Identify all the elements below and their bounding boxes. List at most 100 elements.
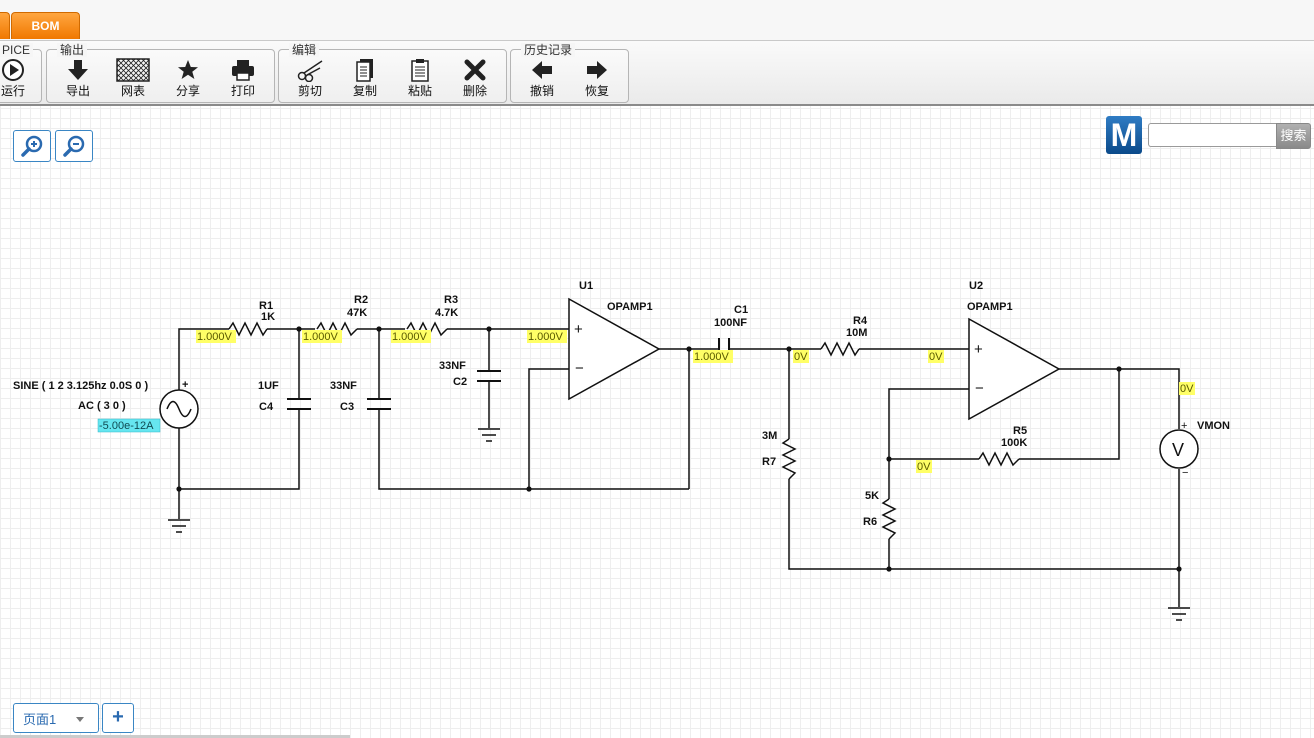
search-button[interactable]: 搜索 — [1276, 123, 1311, 149]
r3-name: R3 — [444, 294, 458, 306]
export-icon — [68, 60, 88, 80]
r5-name: R5 — [1013, 425, 1027, 437]
export-label: 导出 — [65, 84, 90, 98]
capacitor-c4[interactable] — [287, 398, 311, 410]
current-probe-bg — [97, 418, 161, 433]
vmon-name: VMON — [1197, 420, 1230, 432]
probe-labels: -5.00e-12A 1.000V 1.000V 1.000V 1.000V 1… — [97, 330, 1195, 473]
r1-value: 1K — [261, 311, 275, 323]
share-star-icon — [178, 60, 198, 79]
resistor-r4[interactable] — [820, 341, 860, 357]
probe-bg — [793, 350, 809, 363]
print-button[interactable]: 打印 — [217, 56, 269, 102]
mouser-logo: M — [1106, 116, 1142, 154]
toolbar-group-output: 输出 导出 网表 分享 — [46, 43, 275, 103]
junctions — [176, 326, 1182, 572]
junction-dot — [686, 346, 692, 352]
resistor-r6[interactable] — [881, 498, 897, 540]
wire — [788, 349, 1179, 570]
capacitor-c2[interactable] — [477, 370, 501, 382]
voltage-probe-8: 0V — [917, 461, 931, 473]
junction-dot — [486, 326, 492, 332]
cut-button[interactable]: 剪切 — [284, 56, 336, 102]
delete-button[interactable]: 删除 — [449, 56, 501, 102]
netlist-button[interactable]: 网表 — [107, 56, 159, 102]
c3-value: 33NF — [330, 380, 357, 392]
junction-dot — [786, 346, 792, 352]
toolbar-group-spice: PICE 运行 — [0, 43, 42, 103]
search-input[interactable] — [1148, 123, 1281, 147]
paste-label: 粘贴 — [407, 84, 432, 98]
wire — [179, 329, 300, 490]
toolbar-group-edit: 编辑 剪切 复制 粘贴 — [278, 43, 507, 103]
resistor-r5[interactable] — [978, 451, 1020, 467]
c4-name: C4 — [259, 401, 274, 413]
ground-icon — [478, 428, 500, 442]
zoom-out-button[interactable] — [55, 130, 93, 162]
zoom-in-button[interactable] — [13, 130, 51, 162]
page-tab-1[interactable]: 页面1 — [13, 703, 99, 733]
c3-name: C3 — [340, 401, 354, 413]
page-tab-label: 页面1 — [23, 712, 57, 727]
wire — [378, 329, 689, 490]
netlist-icon — [116, 58, 150, 82]
paste-icon — [411, 59, 429, 82]
resistor-r1[interactable] — [228, 321, 268, 337]
probe-bg — [302, 330, 342, 343]
resistor-r3[interactable] — [406, 321, 448, 337]
junction-dot — [376, 326, 382, 332]
add-page-button[interactable]: + — [102, 703, 134, 733]
probe-bg — [928, 350, 944, 363]
u1-plus-sign: + — [574, 321, 583, 338]
delete-label: 删除 — [462, 84, 487, 98]
resistor-r7[interactable] — [781, 438, 797, 480]
component-search: M 搜索 — [1106, 116, 1311, 156]
group-title-edit: 编辑 — [289, 43, 320, 57]
opamp-u2[interactable]: + − — [968, 317, 1061, 421]
paste-button[interactable]: 粘贴 — [394, 56, 446, 102]
sine-source[interactable]: + — [159, 379, 199, 429]
main-toolbar: PICE 运行 输出 导出 — [0, 41, 1314, 106]
top-tab-bar: BOM — [0, 0, 1314, 41]
voltage-probe-3: 1.000V — [392, 331, 428, 343]
horizontal-scrollbar[interactable] — [0, 735, 350, 738]
probe-bg — [916, 460, 932, 473]
zoom-in-icon — [21, 135, 43, 157]
wire — [528, 368, 569, 489]
voltmeter-vmon[interactable]: V + − — [1159, 420, 1199, 479]
r2-value: 47K — [347, 307, 367, 319]
ground-icon — [1168, 607, 1190, 621]
undo-label: 撤销 — [529, 84, 554, 98]
redo-button[interactable]: 恢复 — [571, 56, 623, 102]
c2-name: C2 — [453, 376, 467, 388]
run-button[interactable]: 运行 — [0, 56, 33, 102]
wire — [888, 388, 969, 569]
source-plus-sign: + — [182, 379, 188, 391]
probe-bg — [1179, 382, 1195, 395]
resistor-r2[interactable] — [316, 321, 358, 337]
ground-icon — [168, 519, 190, 533]
share-button[interactable]: 分享 — [162, 56, 214, 102]
r6-value: 5K — [865, 490, 879, 502]
r7-value: 3M — [762, 430, 777, 442]
tab-bom[interactable]: BOM — [11, 12, 80, 39]
u2-name: U2 — [969, 280, 983, 292]
wire — [178, 328, 229, 390]
copy-button[interactable]: 复制 — [339, 56, 391, 102]
schematic-canvas[interactable] — [0, 106, 1314, 738]
current-probe: -5.00e-12A — [99, 420, 154, 432]
export-button[interactable]: 导出 — [52, 56, 104, 102]
cut-label: 剪切 — [297, 84, 322, 98]
undo-button[interactable]: 撤销 — [516, 56, 568, 102]
u2-minus-sign: − — [975, 380, 984, 397]
capacitor-c3[interactable] — [367, 398, 391, 410]
source-spec-line1: SINE ( 1 2 3.125hz 0.0S 0 ) — [13, 380, 148, 392]
opamp-u1[interactable]: + − — [568, 297, 661, 401]
component-labels: SINE ( 1 2 3.125hz 0.0S 0 ) AC ( 3 0 ) R… — [13, 280, 1230, 528]
tab-previous[interactable] — [0, 12, 10, 39]
u1-name: U1 — [579, 280, 593, 292]
run-icon — [2, 59, 24, 81]
undo-arrow-icon — [532, 61, 552, 79]
c1-name: C1 — [734, 304, 748, 316]
